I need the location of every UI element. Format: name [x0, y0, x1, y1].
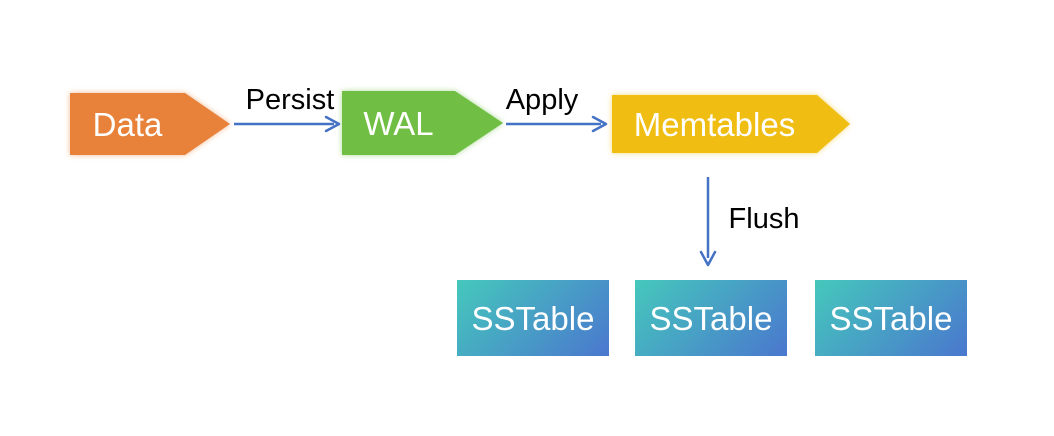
- persist-arrow: [234, 115, 341, 133]
- apply-edge-label: Apply: [505, 84, 579, 116]
- node-sstable-1-label: SSTable: [471, 299, 595, 337]
- node-wal-shape: WAL: [342, 91, 503, 155]
- node-sstable-1: SSTable: [457, 280, 609, 356]
- node-memtables: Memtables: [612, 95, 850, 153]
- node-wal-label: WAL: [363, 104, 434, 142]
- node-sstable-3: SSTable: [815, 280, 967, 356]
- apply-arrow: [506, 115, 608, 133]
- node-data: Data: [70, 93, 230, 155]
- node-data-shape: Data: [70, 93, 230, 155]
- flush-arrowhead-icon: [699, 250, 717, 267]
- flush-arrow: [699, 177, 717, 267]
- flush-edge-label: Flush: [728, 203, 800, 235]
- node-sstable-2: SSTable: [635, 280, 787, 356]
- node-data-label: Data: [92, 105, 163, 143]
- persist-edge-label: Persist: [245, 84, 335, 116]
- persist-arrowhead-icon: [324, 115, 341, 133]
- node-memtables-shape: Memtables: [612, 95, 850, 153]
- node-wal: WAL: [342, 91, 503, 155]
- apply-arrowhead-icon: [591, 115, 608, 133]
- node-sstable-2-label: SSTable: [649, 299, 773, 337]
- node-sstable-3-label: SSTable: [829, 299, 953, 337]
- node-memtables-label: Memtables: [633, 105, 796, 143]
